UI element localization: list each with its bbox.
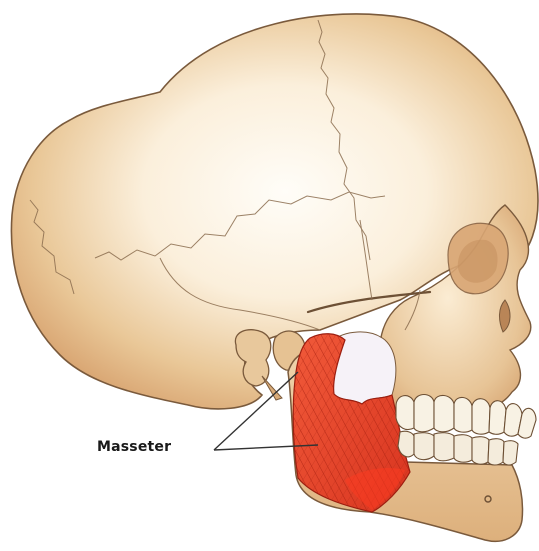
lower-teeth: [398, 431, 518, 465]
upper-teeth: [396, 395, 536, 439]
masseter-label: Masseter: [97, 439, 171, 455]
